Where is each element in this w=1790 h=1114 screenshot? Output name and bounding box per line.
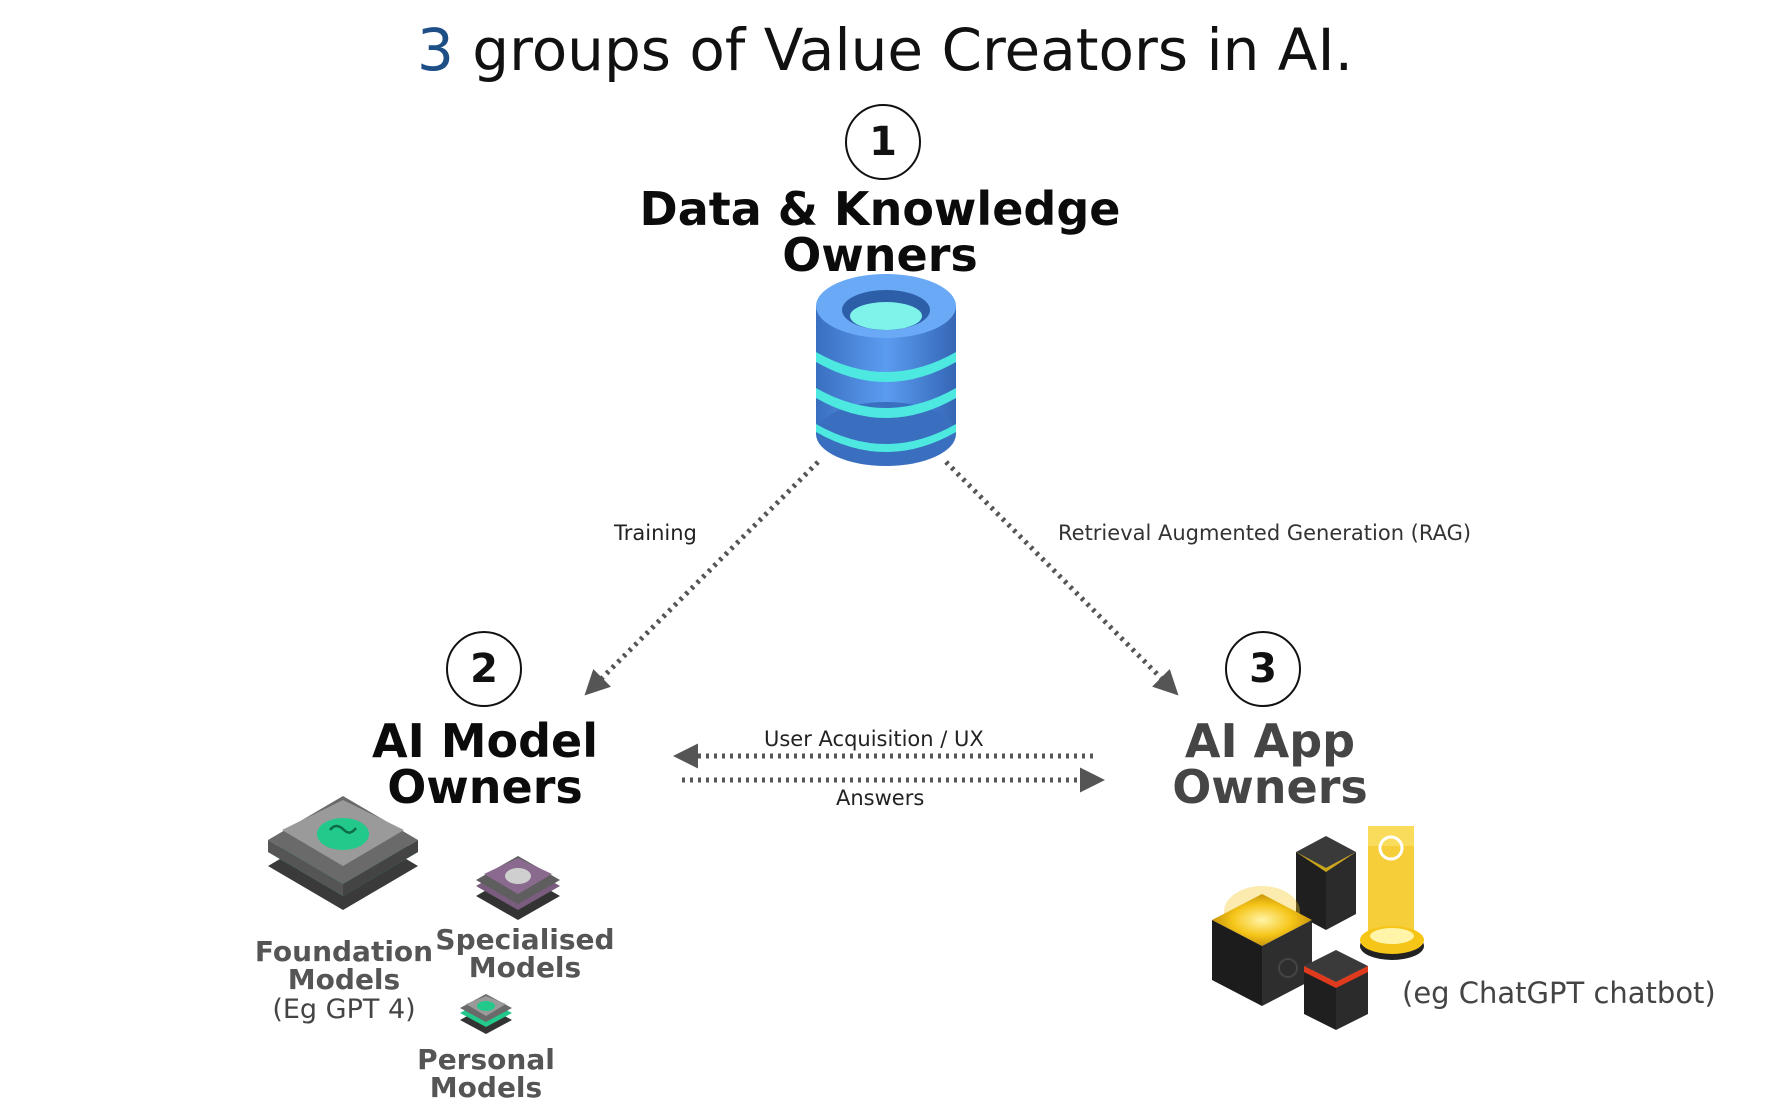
app-owners-line2: Owners: [1172, 760, 1368, 814]
title-text: groups of Value Creators in AI.: [453, 16, 1354, 84]
model-owners-line2: Owners: [387, 760, 583, 814]
app-owners-heading: AI App Owners: [1120, 718, 1420, 810]
specialised-line1: Specialised: [435, 923, 615, 956]
personal-line2: Models: [429, 1071, 543, 1104]
rag-arrow: [944, 460, 1179, 696]
rag-label: Retrieval Augmented Generation (RAG): [1058, 521, 1472, 545]
model-owners-heading: AI Model Owners: [335, 718, 635, 810]
node-1-number: 1: [845, 104, 921, 180]
specialised-model-icon: [476, 856, 560, 920]
personal-models-label: Personal Models: [406, 1046, 566, 1102]
user-acquisition-label: User Acquisition / UX: [764, 727, 984, 751]
specialised-line2: Models: [468, 951, 582, 984]
node-2-number: 2: [446, 631, 522, 707]
app-example-label: (eg ChatGPT chatbot): [1402, 976, 1716, 1010]
app-blocks-icon: [1212, 826, 1424, 1030]
diagram-title: 3 groups of Value Creators in AI.: [0, 16, 1770, 84]
data-owners-heading: Data & Knowledge Owners: [540, 186, 1220, 278]
node-3-number: 3: [1225, 631, 1301, 707]
personal-line1: Personal: [417, 1043, 555, 1076]
title-number: 3: [416, 16, 454, 84]
foundation-line2: Models: [287, 963, 401, 996]
data-owners-line2: Owners: [782, 228, 978, 282]
database-icon: [816, 274, 956, 466]
specialised-models-label: Specialised Models: [430, 926, 620, 982]
foundation-example: (Eg GPT 4): [272, 994, 416, 1025]
training-arrow: [584, 460, 820, 696]
training-label: Training: [614, 521, 697, 545]
personal-model-icon: [460, 994, 512, 1034]
model-owners-line1: AI Model: [371, 714, 598, 768]
answers-label: Answers: [836, 786, 925, 810]
foundation-model-icon: [268, 796, 418, 910]
foundation-models-label: Foundation Models: [244, 938, 444, 994]
app-owners-line1: AI App: [1184, 714, 1356, 768]
foundation-line1: Foundation: [254, 935, 434, 968]
data-owners-line1: Data & Knowledge: [639, 182, 1121, 236]
